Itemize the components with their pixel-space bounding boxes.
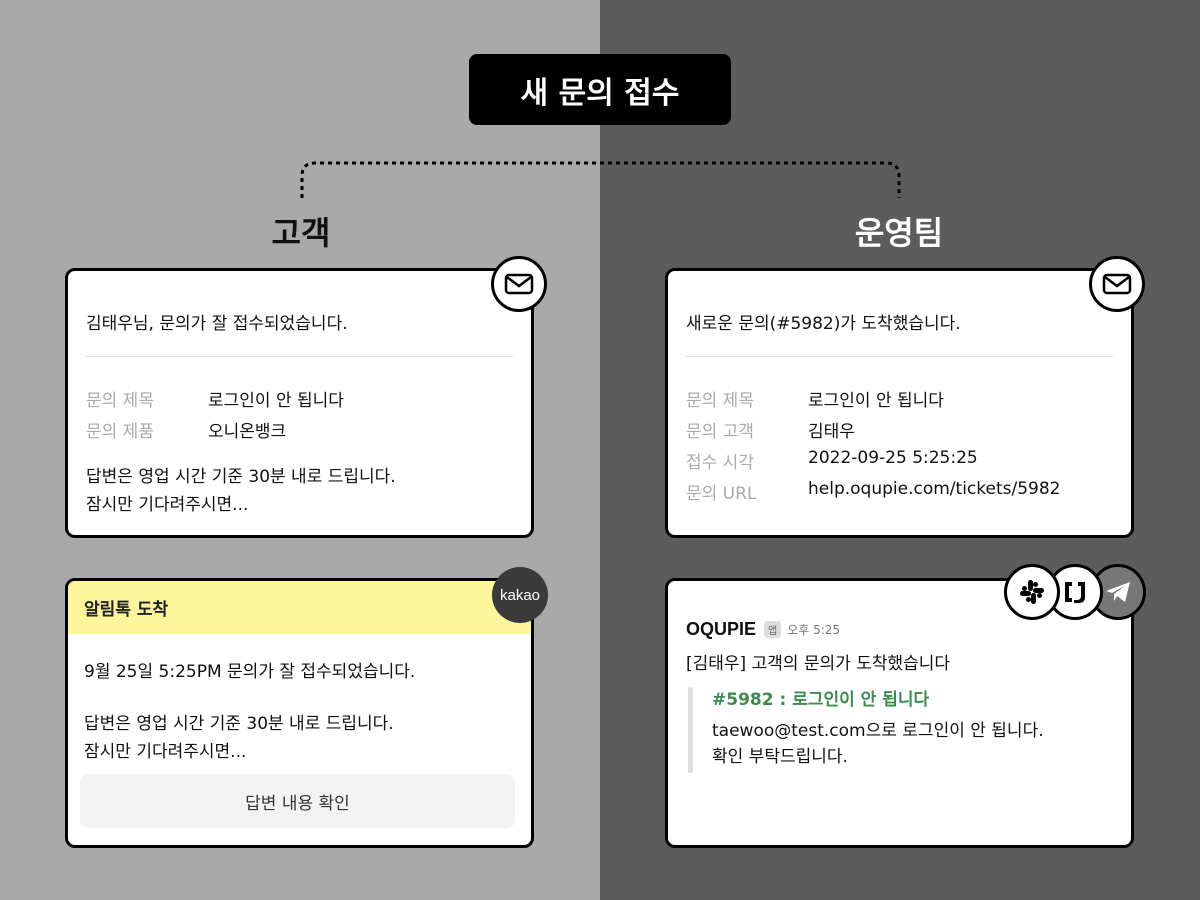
customer-column-title: 고객	[271, 214, 331, 252]
ops-email-heading: 새로운 문의(#5982)가 도착했습니다.	[686, 314, 961, 334]
field-label: 문의 URL	[686, 484, 757, 504]
ops-email-card: 새로운 문의(#5982)가 도착했습니다. 문의 제목 로그인이 안 됩니다 …	[665, 268, 1134, 538]
field-value: 로그인이 안 됩니다	[808, 391, 944, 411]
view-answer-button[interactable]: 답변 내용 확인	[80, 774, 515, 828]
footer-line: 답변은 영업 시간 기준 30분 내로 드립니다.	[86, 467, 396, 487]
kakao-message-line: 답변은 영업 시간 기준 30분 내로 드립니다.	[84, 714, 394, 734]
field-value: 김태우	[808, 422, 855, 442]
field-value: 2022-09-25 5:25:25	[808, 448, 978, 468]
quote-bar	[688, 687, 693, 773]
kakao-logo-text: kakao	[499, 586, 541, 604]
mail-icon	[1089, 256, 1145, 312]
kakao-message-line: 9월 25일 5:25PM 문의가 잘 접수되었습니다.	[84, 662, 416, 682]
slack-message-header: OQUPIE 앱 오후 5:25	[686, 619, 840, 640]
field-row: 문의 제목 로그인이 안 됩니다	[86, 386, 344, 411]
field-row: 접수 시각 2022-09-25 5:25:25	[686, 448, 978, 473]
customer-email-footer: 답변은 영업 시간 기준 30분 내로 드립니다. 잠시만 기다려주시면...	[86, 463, 396, 519]
divider	[86, 356, 513, 357]
message-time: 오후 5:25	[787, 623, 841, 637]
field-row: 문의 제목 로그인이 안 됩니다	[686, 386, 944, 411]
app-name: OQUPIE	[686, 619, 757, 639]
field-label: 문의 고객	[686, 422, 754, 442]
field-row: 문의 고객 김태우	[686, 417, 855, 442]
slack-message-card: OQUPIE 앱 오후 5:25 [김태우] 고객의 문의가 도착했습니다 #5…	[665, 578, 1134, 848]
field-row: 문의 제품 오니온뱅크	[86, 417, 286, 442]
slack-message-text: [김태우] 고객의 문의가 도착했습니다	[686, 654, 951, 674]
quote-line: taewoo@test.com으로 로그인이 안 됩니다.	[712, 721, 1044, 741]
kakao-header: 알림톡 도착	[68, 581, 531, 634]
ticket-url-link[interactable]: help.oqupie.com/tickets/5982	[808, 479, 1061, 499]
slack-icon	[1004, 564, 1060, 620]
quote-line: 확인 부탁드립니다.	[712, 747, 848, 767]
field-row: 문의 URL help.oqupie.com/tickets/5982	[686, 479, 1060, 504]
customer-email-heading: 김태우님, 문의가 잘 접수되었습니다.	[86, 314, 348, 334]
kakao-icon: kakao	[492, 567, 548, 623]
field-label: 문의 제품	[86, 422, 154, 442]
field-label: 문의 제목	[86, 391, 154, 411]
field-label: 접수 시각	[686, 453, 754, 473]
kakao-alimtalk-card: 알림톡 도착 9월 25일 5:25PM 문의가 잘 접수되었습니다. 답변은 …	[65, 578, 534, 848]
quote-title[interactable]: #5982 : 로그인이 안 됩니다	[712, 690, 930, 710]
customer-email-card: 김태우님, 문의가 잘 접수되었습니다. 문의 제목 로그인이 안 됩니다 문의…	[65, 268, 534, 538]
quote-body: taewoo@test.com으로 로그인이 안 됩니다. 확인 부탁드립니다.	[712, 718, 1044, 770]
ops-column-title: 운영팀	[854, 214, 944, 252]
divider	[686, 356, 1113, 357]
kakao-message-line: 잠시만 기다려주시면...	[84, 742, 247, 762]
app-badge: 앱	[764, 621, 782, 638]
mail-icon	[491, 256, 547, 312]
jandi-icon	[1047, 564, 1103, 620]
field-label: 문의 제목	[686, 391, 754, 411]
field-value: 로그인이 안 됩니다	[208, 391, 344, 411]
page-title: 새 문의 접수	[469, 54, 731, 125]
field-value: 오니온뱅크	[208, 422, 287, 442]
footer-line: 잠시만 기다려주시면...	[86, 495, 249, 515]
